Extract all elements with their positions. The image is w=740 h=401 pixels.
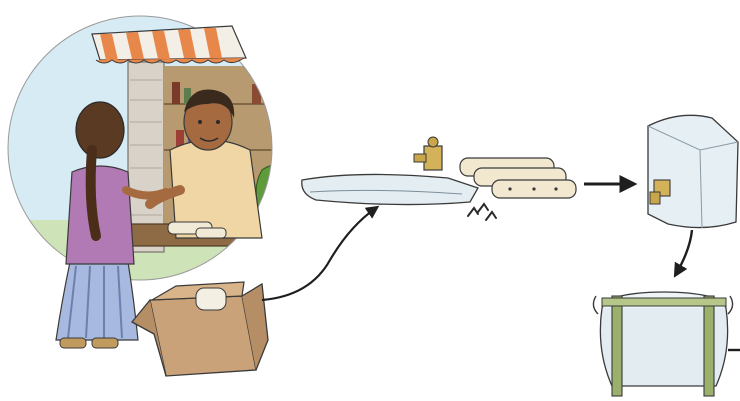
tap-fitting xyxy=(414,137,442,170)
arrow-box-to-kit xyxy=(262,208,376,300)
tube-rolls xyxy=(460,158,576,198)
roll-in-box xyxy=(196,288,226,310)
cardboard-box xyxy=(132,282,268,376)
bag-on-stand-panel xyxy=(593,292,732,396)
clips xyxy=(468,204,496,220)
folded-plastic-sheet xyxy=(302,174,478,204)
kit-parts-panel xyxy=(302,137,576,220)
filled-bag-panel xyxy=(648,115,738,228)
braid xyxy=(91,150,96,236)
shop-scene-panel xyxy=(0,0,300,376)
arrow-bag-to-stand xyxy=(676,230,692,274)
